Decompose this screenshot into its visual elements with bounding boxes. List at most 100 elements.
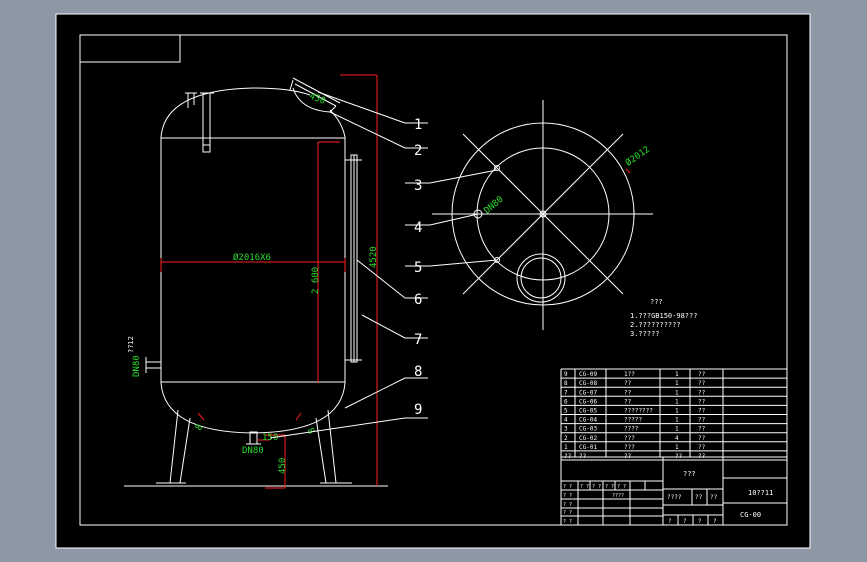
tb-cell: ? ? xyxy=(563,484,572,490)
scale-label-2: ?? xyxy=(695,494,703,501)
tb-cell: ? ? xyxy=(563,493,572,499)
scale-label-1: ???? xyxy=(667,494,682,501)
parts-cell-code: CG-07 xyxy=(579,389,597,396)
nozzle-bottom-label: DN80 xyxy=(242,446,264,456)
parts-cell-qty: 1 xyxy=(675,417,679,424)
parts-cell-qty: 1 xyxy=(675,444,679,451)
parts-cell-no: 9 xyxy=(564,371,568,378)
notes-line-1: 1.???GB150-98??? xyxy=(630,312,697,320)
parts-cell-mat: ?? xyxy=(698,408,706,415)
parts-cell-qty: 1 xyxy=(675,371,679,378)
parts-cell-no: 1 xyxy=(564,444,568,451)
dim-weld-right: 8 xyxy=(304,427,315,437)
parts-cell-qty: 1 xyxy=(675,389,679,396)
callout-numbers: 1 2 3 4 5 6 7 8 9 xyxy=(414,117,422,418)
manhole-top xyxy=(289,77,341,113)
parts-cell-code: CG-04 xyxy=(579,417,597,424)
tb-bottom-cell: ? xyxy=(668,518,672,525)
parts-cell-mat: ?? xyxy=(698,380,706,387)
parts-cell-name: ??? xyxy=(624,435,635,442)
company-name: 10??11 xyxy=(748,489,773,497)
parts-cell-mat: ?? xyxy=(698,417,706,424)
parts-cell-mat: ?? xyxy=(698,426,706,433)
drawing-sheet xyxy=(55,13,811,549)
drawing-name: ??? xyxy=(683,470,696,478)
parts-cell-code: CG-02 xyxy=(579,435,597,442)
notes-line-3: 3.????? xyxy=(630,330,660,338)
tb-bottom-cell: ? xyxy=(698,518,702,525)
parts-cell-mat: ?? xyxy=(698,435,706,442)
parts-cell-name: ?? xyxy=(624,389,632,396)
parts-cell-qty: 1 xyxy=(675,426,679,433)
parts-cell-name: 1?? xyxy=(624,371,635,378)
parts-cell-no: 4 xyxy=(564,417,568,424)
parts-cell-qty: 1 xyxy=(675,398,679,405)
parts-list-table: 9 CG-09 1?? 1?? 8 CG-08?? 1?? 7 CG-07?? 1?? 6 CG-06… xyxy=(560,368,788,525)
callout-2: 2 xyxy=(414,143,422,159)
tb-cell: ? ? xyxy=(617,484,626,490)
parts-cell-qty: 1 xyxy=(675,408,679,415)
tb-bottom-cell: ? xyxy=(713,518,717,525)
drawing-border xyxy=(79,34,788,526)
parts-cell-no: 3 xyxy=(564,426,568,433)
corner-label-box xyxy=(79,34,181,63)
callout-8: 8 xyxy=(414,364,422,380)
parts-cell-code: CG-01 xyxy=(579,444,597,451)
dim-shell-diameter: Ø2016X6 xyxy=(233,252,271,263)
callout-1: 1 xyxy=(414,117,422,133)
dim-height-4520: 4520 xyxy=(369,246,379,268)
tank-top-view xyxy=(432,100,653,330)
parts-cell-qty: 4 xyxy=(675,435,679,442)
tb-cell: ? ? xyxy=(592,484,601,490)
dim-bottom-450: 450 xyxy=(278,458,288,474)
parts-cell-mat: ?? xyxy=(698,444,706,451)
callout-7: 7 xyxy=(414,332,422,348)
parts-cell-name: ???? xyxy=(624,426,639,433)
parts-cell-qty: 1 xyxy=(675,380,679,387)
callout-9: 9 xyxy=(414,402,422,418)
callout-3: 3 xyxy=(414,178,422,194)
tb-cell: ? ? xyxy=(563,510,572,516)
parts-cell-no: 6 xyxy=(564,398,568,405)
parts-cell-name: ?? xyxy=(624,380,632,387)
parts-cell-mat: ?? xyxy=(698,371,706,378)
tank-front-view xyxy=(124,77,388,487)
parts-cell-code: CG-08 xyxy=(579,380,597,387)
tb-cell: ? ? xyxy=(563,502,572,508)
parts-cell-no: 5 xyxy=(564,408,568,415)
callout-6: 6 xyxy=(414,292,422,308)
parts-cell-mat: ?? xyxy=(698,398,706,405)
technical-notes: ??? 1.???GB150-98??? 2.?????????? 3.????… xyxy=(630,298,697,338)
tb-cell: ???? xyxy=(612,493,624,499)
dim-height-2600: 2 600 xyxy=(311,267,321,294)
notes-title: ??? xyxy=(650,298,663,306)
callout-leaders xyxy=(269,91,498,439)
nozzle-side-note: ??12 xyxy=(127,336,135,353)
scale-label-3: ?? xyxy=(710,494,718,501)
notes-line-2: 2.?????????? xyxy=(630,321,681,329)
dim-weld-left: 8 xyxy=(194,423,205,433)
tb-cell: ? ? xyxy=(605,484,614,490)
nozzle-side-label: DN80 xyxy=(132,355,142,377)
parts-cell-no: 8 xyxy=(564,380,568,387)
parts-cell-name: ????? xyxy=(624,417,642,424)
tb-cell: ? ? xyxy=(580,484,589,490)
parts-cell-no: 7 xyxy=(564,389,568,396)
parts-cell-name: ??? xyxy=(624,444,635,451)
tb-bottom-cell: ? xyxy=(683,518,687,525)
parts-cell-code: CG-05 xyxy=(579,408,597,415)
parts-cell-no: 2 xyxy=(564,435,568,442)
parts-cell-mat: ?? xyxy=(698,389,706,396)
parts-cell-name: ?? xyxy=(624,398,632,405)
parts-cell-code: CG-06 xyxy=(579,398,597,405)
parts-cell-code: CG-09 xyxy=(579,371,597,378)
callout-5: 5 xyxy=(414,260,422,276)
title-block: ??? 10??11 CG-00 ???? ?? ?? ? ? ? ? ? ? … xyxy=(560,456,788,526)
parts-cell-code: CG-03 xyxy=(579,426,597,433)
drawing-number: CG-00 xyxy=(740,511,761,519)
callout-4: 4 xyxy=(414,220,422,236)
dimension-lines xyxy=(160,74,378,489)
parts-cell-name: ???????? xyxy=(624,408,653,415)
